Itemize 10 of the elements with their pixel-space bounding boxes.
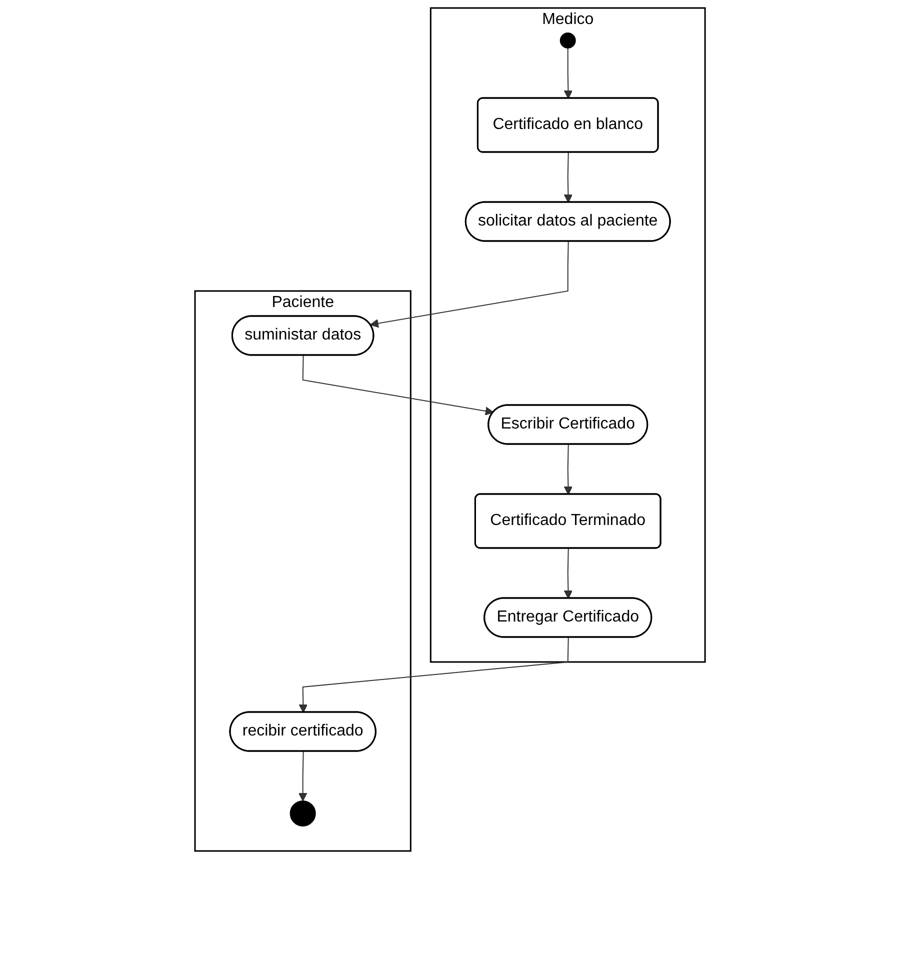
arrow <box>298 750 308 802</box>
node-circle <box>290 800 316 826</box>
node-circle <box>560 32 576 48</box>
arrow <box>298 637 569 713</box>
arrow <box>564 48 573 99</box>
arrow <box>564 152 573 203</box>
arrow <box>370 241 569 328</box>
arrow <box>302 355 494 416</box>
arrow <box>564 444 573 495</box>
arrow <box>564 548 573 599</box>
